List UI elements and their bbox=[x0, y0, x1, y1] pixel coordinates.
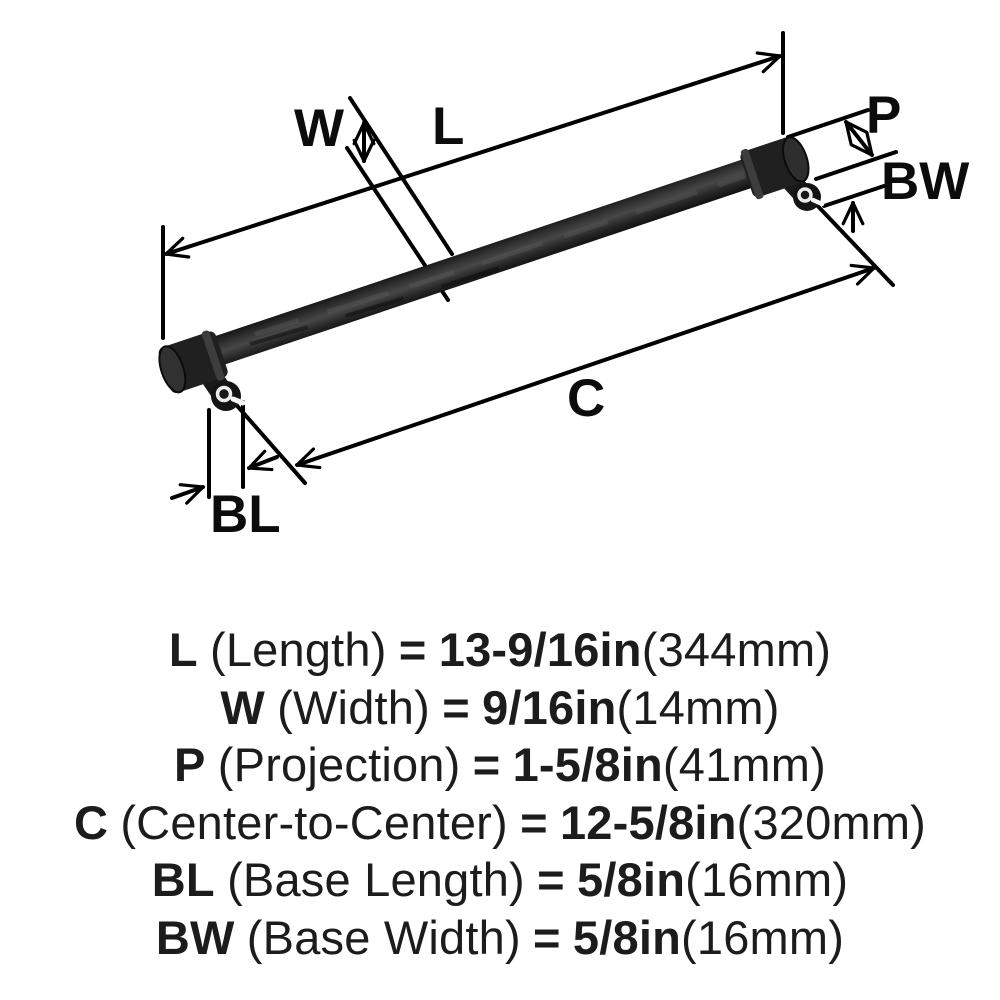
dimension-spec-list: L(Length)=13-9/16in(344mm) W(Width)=9/16… bbox=[0, 621, 1000, 966]
handle-cap-right bbox=[740, 136, 810, 200]
cap-collar-left bbox=[201, 330, 225, 381]
spec-line-center-to-center: C(Center-to-Center)=12-5/8in(320mm) bbox=[0, 794, 1000, 852]
spec-line-width: W(Width)=9/16in(14mm) bbox=[0, 679, 1000, 737]
spec-value-mm: (14mm) bbox=[616, 680, 780, 734]
bl-arrow-left bbox=[170, 483, 205, 505]
p-extension-line-lower bbox=[814, 150, 898, 181]
cap-collar-right bbox=[740, 148, 764, 200]
label-w: W bbox=[294, 99, 344, 158]
product-dimension-diagram: W L P BW C BL bbox=[158, 31, 969, 544]
cap-face-left bbox=[158, 345, 187, 394]
spec-name: (Projection) bbox=[217, 738, 461, 791]
spec-name: (Base Width) bbox=[246, 910, 521, 964]
bl-arrow-right bbox=[247, 449, 279, 472]
p-extension-line-upper bbox=[786, 108, 870, 139]
spec-equals: = bbox=[533, 910, 561, 964]
label-c: C bbox=[567, 369, 605, 428]
spec-name: (Center-to-Center) bbox=[120, 795, 508, 849]
spec-equals: = bbox=[520, 795, 548, 849]
spec-value-mm: (320mm) bbox=[736, 795, 927, 849]
spec-name: (Width) bbox=[277, 680, 430, 734]
p-dimension-arrow bbox=[844, 120, 874, 157]
c-tick-right bbox=[810, 198, 895, 287]
handle-foot-hole-right bbox=[797, 187, 813, 203]
spec-equals: = bbox=[472, 738, 501, 791]
c-tick-left bbox=[223, 390, 307, 485]
spec-line-length: L(Length)=13-9/16in(344mm) bbox=[0, 621, 1000, 679]
handle-foot-hole-left bbox=[215, 385, 233, 403]
handle-illustration bbox=[158, 136, 825, 411]
spec-line-projection: P(Projection)=1-5/8in(41mm) bbox=[0, 736, 1000, 794]
label-p: P bbox=[866, 86, 901, 145]
dimension-annotations bbox=[161, 31, 898, 505]
handle-dimension-drawing: W L P BW C BL bbox=[158, 31, 969, 544]
handle-bar-shadow-streak bbox=[249, 256, 531, 346]
l-dimension-line bbox=[164, 51, 782, 259]
spec-code: L bbox=[168, 623, 198, 676]
spec-equals: = bbox=[442, 680, 470, 734]
cap-face-right bbox=[781, 136, 810, 183]
spec-value-in: 12-5/8in bbox=[559, 795, 737, 849]
spec-value-in: 13-9/16in bbox=[438, 623, 642, 676]
spec-value-mm: (41mm) bbox=[662, 738, 826, 791]
bw-extension-line-lower bbox=[822, 184, 886, 208]
spec-line-base-width: BW(Base Width)=5/8in(16mm) bbox=[0, 909, 1000, 967]
spec-code: C bbox=[73, 795, 109, 849]
spec-value-in: 5/8in bbox=[572, 910, 682, 964]
label-bw: BW bbox=[881, 152, 969, 211]
spec-value-in: 1-5/8in bbox=[512, 738, 663, 791]
spec-value-in: 5/8in bbox=[577, 853, 686, 906]
spec-line-base-length: BL(Base Length)=5/8in(16mm) bbox=[0, 851, 1000, 909]
handle-foot-notch-right bbox=[810, 197, 825, 207]
spec-name: (Base Length) bbox=[227, 853, 525, 906]
label-l: L bbox=[432, 97, 464, 156]
label-bl: BL bbox=[210, 485, 281, 544]
spec-code: P bbox=[174, 738, 206, 791]
c-dimension-line bbox=[295, 263, 876, 470]
spec-value-mm: (16mm) bbox=[681, 910, 845, 964]
spec-value-mm: (16mm) bbox=[685, 853, 849, 906]
spec-equals: = bbox=[537, 853, 565, 906]
spec-code: BL bbox=[151, 853, 215, 906]
dimension-labels: W L P BW C BL bbox=[210, 86, 969, 544]
spec-name: (Length) bbox=[209, 623, 387, 676]
spec-code: W bbox=[220, 680, 265, 734]
handle-bar-hammered-highlight bbox=[254, 173, 746, 337]
spec-code: BW bbox=[155, 910, 235, 964]
handle-foot-notch-left bbox=[230, 396, 246, 406]
spec-equals: = bbox=[398, 623, 427, 676]
spec-value-mm: (344mm) bbox=[641, 623, 832, 676]
spec-value-in: 9/16in bbox=[482, 680, 617, 734]
handle-cap-left bbox=[158, 330, 228, 394]
handle-bar bbox=[207, 154, 766, 368]
